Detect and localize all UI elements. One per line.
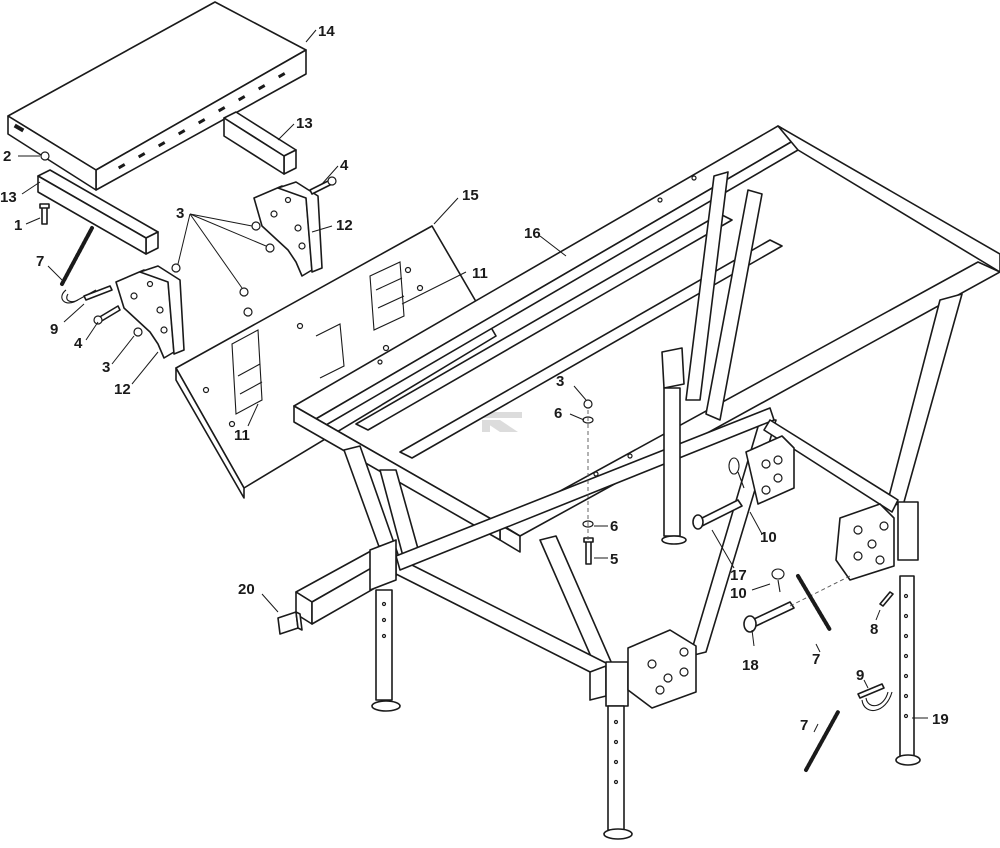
callout-6-upper: 6 (554, 405, 562, 422)
callout-7-center: 7 (812, 651, 820, 668)
hitch-plate-rear (745, 435, 795, 505)
part-1-bolt (39, 203, 50, 225)
part-19-leg-front (603, 661, 633, 840)
callout-16: 16 (524, 225, 541, 242)
hitch-plate-right (835, 503, 895, 581)
callout-2: 2 (3, 148, 11, 165)
callout-12-lower: 12 (114, 381, 131, 398)
callout-6-lower: 6 (610, 518, 618, 535)
callout-20: 20 (238, 581, 255, 598)
callout-17: 17 (730, 567, 747, 584)
callout-3-upper: 3 (176, 205, 184, 222)
part-7-chain-left (60, 226, 94, 286)
callout-12-upper: 12 (336, 217, 353, 234)
callout-15: 15 (462, 187, 479, 204)
part-8-bolt (879, 591, 894, 607)
callout-7-right: 7 (800, 717, 808, 734)
callout-10-lower: 10 (730, 585, 747, 602)
part-13-cross-tube-left (37, 169, 159, 255)
callout-3-center: 3 (556, 373, 564, 390)
watermark-logo (482, 412, 522, 432)
part-19-leg-separate (895, 501, 921, 766)
callout-4-lower: 4 (74, 335, 83, 352)
callout-13-lower: 13 (0, 189, 17, 206)
callout-11-upper: 11 (472, 265, 488, 282)
part-11-u-bolt-center (315, 323, 345, 379)
callout-11-lower: 11 (234, 427, 250, 444)
callout-18: 18 (742, 657, 759, 674)
callout-8: 8 (870, 621, 878, 638)
callout-13-upper: 13 (296, 115, 313, 132)
callout-9-right: 9 (856, 667, 864, 684)
callout-19: 19 (932, 711, 949, 728)
part-20-end-cap (277, 611, 303, 635)
part-13-cross-tube-right (223, 111, 297, 175)
part-11-u-bolt-right (369, 261, 405, 331)
hitch-plate-front (627, 629, 697, 709)
part-18-hitch-pin (743, 601, 795, 633)
part-4-bolt-upper (309, 176, 337, 195)
part-15-mounting-plate (175, 225, 497, 499)
part-12-bracket-lower (115, 265, 185, 359)
callout-1: 1 (14, 217, 22, 234)
callout-10-upper: 10 (760, 529, 777, 546)
part-4-bolt-lower (93, 305, 121, 325)
part-14-slotted-tray (7, 1, 307, 191)
part-9-lynch-clip-left (61, 285, 113, 304)
part-2-nut (40, 151, 50, 161)
part-19-leg-back (661, 387, 687, 545)
part-12-bracket-upper (253, 181, 323, 277)
callout-7-left: 7 (36, 253, 44, 270)
part-16-main-frame (293, 125, 1000, 701)
callout-5: 5 (610, 551, 618, 568)
part-9-lynch-clip-right (857, 683, 893, 711)
callout-labels: 14 13 2 13 1 4 3 12 15 11 16 7 9 4 3 12 … (0, 23, 949, 734)
callout-4-upper: 4 (340, 157, 349, 174)
callout-14: 14 (318, 23, 335, 40)
part-11-u-bolt-left (231, 329, 263, 415)
callout-3-lower: 3 (102, 359, 110, 376)
part-19-leg-left (371, 589, 401, 712)
part-17-hitch-pin (692, 499, 743, 530)
part-10-clip-upper (728, 457, 745, 489)
part-7-chain-right (804, 710, 840, 772)
leader-lines (18, 29, 928, 733)
part-10-clip-lower (771, 568, 785, 593)
part-7-chain-center (796, 574, 832, 632)
callout-9-left: 9 (50, 321, 58, 338)
part-3-nut-center (583, 399, 593, 409)
part-5-bolt (583, 537, 594, 565)
